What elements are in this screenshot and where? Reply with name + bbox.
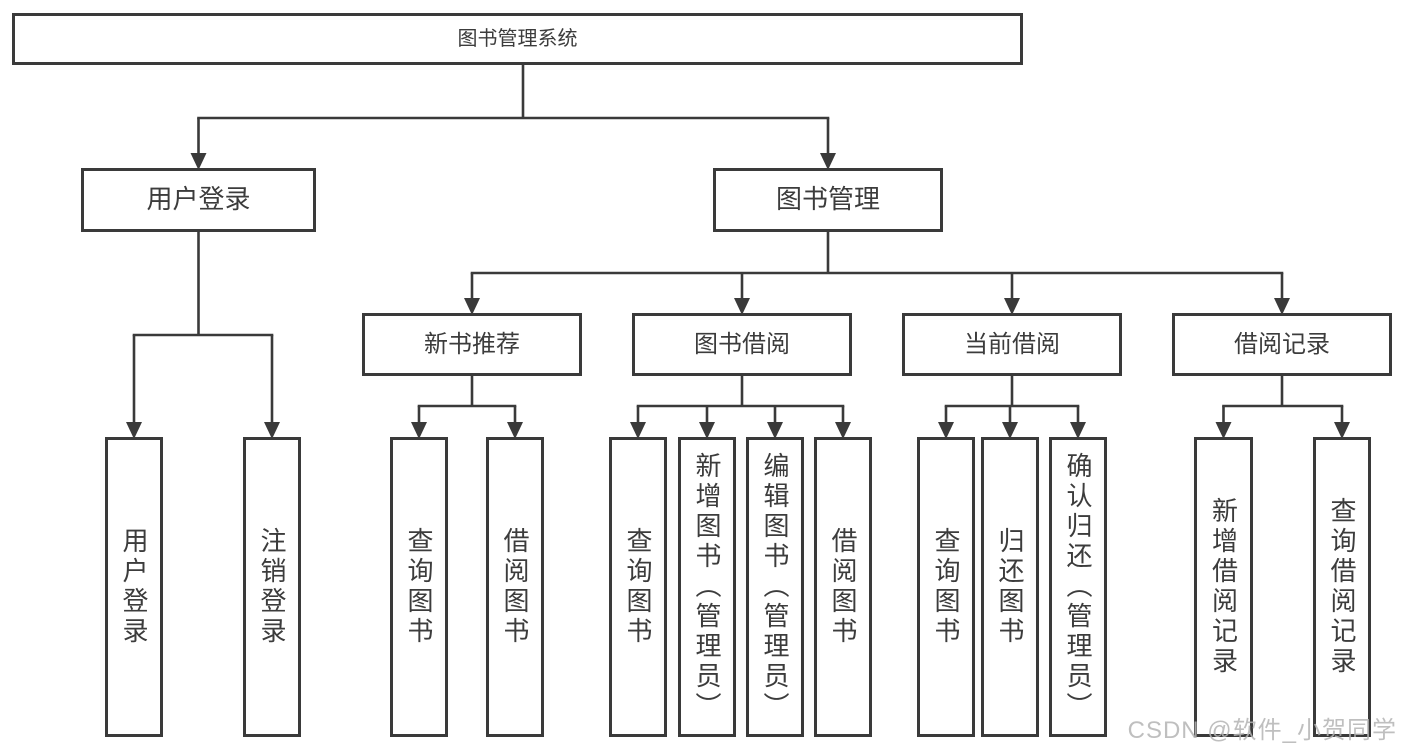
node-label-book-management: 图书管理 [775, 184, 880, 215]
node-box-op-user-login: 用户登录 [105, 437, 163, 737]
node-label-op-query-books-3: 查询图书 [931, 527, 961, 647]
arrowhead-op-edit-book [767, 422, 783, 439]
node-label-op-query-books-2: 查询图书 [623, 527, 653, 647]
arrowhead-op-borrow-books-1 [507, 422, 523, 439]
arrowhead-op-logout [264, 422, 280, 439]
node-label-op-add-borrow-record: 新增借阅记录 [1208, 497, 1239, 677]
arrowhead-borrowing-records [1274, 298, 1290, 315]
node-box-user-login: 用户登录 [81, 168, 316, 232]
node-box-root: 图书管理系统 [12, 13, 1023, 65]
node-label-root: 图书管理系统 [457, 27, 578, 50]
arrowhead-op-user-login [126, 422, 142, 439]
node-box-op-return-book: 归还图书 [981, 437, 1039, 737]
node-box-op-query-books-1: 查询图书 [390, 437, 448, 737]
node-box-op-add-book: 新增图书（管理员） [678, 437, 736, 737]
node-label-op-user-login: 用户登录 [119, 527, 149, 647]
node-label-current-borrowing: 当前借阅 [964, 330, 1060, 358]
node-label-op-confirm-return: 确认归还（管理员） [1063, 452, 1093, 722]
arrowhead-op-return-book [1002, 422, 1018, 439]
arrowhead-new-book-recommend [464, 298, 480, 315]
arrowhead-op-add-book [699, 422, 715, 439]
node-label-op-logout: 注销登录 [257, 527, 287, 647]
arrowhead-book-management [820, 153, 836, 170]
node-label-op-borrow-books-1: 借阅图书 [500, 527, 530, 647]
node-label-op-borrow-books-2: 借阅图书 [828, 527, 858, 647]
node-box-op-query-books-2: 查询图书 [609, 437, 667, 737]
node-label-op-return-book: 归还图书 [995, 527, 1025, 647]
node-box-op-add-borrow-record: 新增借阅记录 [1194, 437, 1253, 737]
node-label-new-book-recommend: 新书推荐 [424, 330, 520, 358]
arrowhead-book-borrowing [734, 298, 750, 315]
arrowhead-op-query-books-3 [938, 422, 954, 439]
node-box-op-confirm-return: 确认归还（管理员） [1049, 437, 1107, 737]
arrowhead-op-borrow-books-2 [835, 422, 851, 439]
arrowhead-op-query-borrow-record [1334, 422, 1350, 439]
node-box-op-query-borrow-record: 查询借阅记录 [1313, 437, 1371, 737]
arrowhead-current-borrowing [1004, 298, 1020, 315]
node-label-op-add-book: 新增图书（管理员） [692, 452, 722, 722]
arrowhead-op-add-borrow-record [1215, 422, 1232, 439]
node-box-op-logout: 注销登录 [243, 437, 301, 737]
node-box-book-management: 图书管理 [713, 168, 943, 232]
node-box-op-borrow-books-1: 借阅图书 [486, 437, 544, 737]
node-box-op-borrow-books-2: 借阅图书 [814, 437, 872, 737]
node-box-op-query-books-3: 查询图书 [917, 437, 975, 737]
arrowhead-op-query-books-1 [411, 422, 427, 439]
arrowhead-op-query-books-2 [630, 422, 646, 439]
node-label-op-query-borrow-record: 查询借阅记录 [1327, 497, 1357, 677]
node-label-user-login: 用户登录 [146, 184, 251, 215]
node-label-borrowing-records: 借阅记录 [1234, 330, 1330, 358]
node-label-book-borrowing: 图书借阅 [694, 330, 790, 358]
arrowhead-user-login [190, 153, 207, 170]
node-box-current-borrowing: 当前借阅 [902, 313, 1122, 376]
node-box-new-book-recommend: 新书推荐 [362, 313, 582, 376]
node-label-op-query-books-1: 查询图书 [404, 527, 434, 647]
node-box-op-edit-book: 编辑图书（管理员） [746, 437, 804, 737]
arrowhead-op-confirm-return [1070, 422, 1086, 439]
node-box-book-borrowing: 图书借阅 [632, 313, 852, 376]
node-label-op-edit-book: 编辑图书（管理员） [760, 452, 790, 722]
node-box-borrowing-records: 借阅记录 [1172, 313, 1392, 376]
